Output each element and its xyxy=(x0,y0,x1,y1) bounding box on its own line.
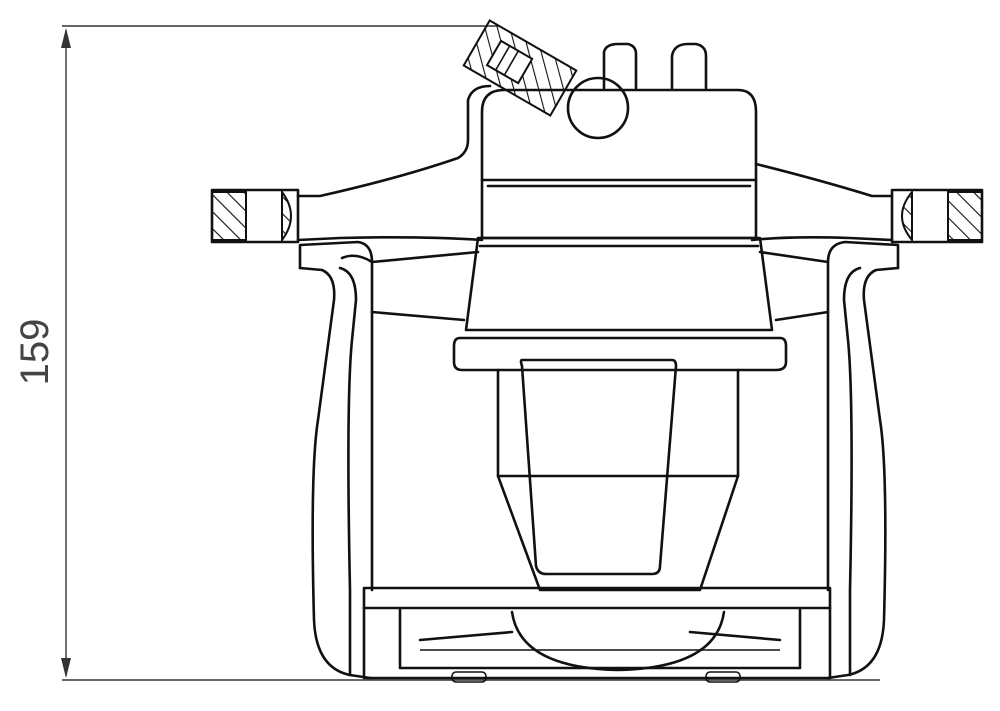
foot-right xyxy=(705,671,741,683)
right-arm xyxy=(826,266,900,680)
bleeder-screw xyxy=(462,19,578,117)
pad-housing xyxy=(496,368,740,592)
cylinder-body xyxy=(464,236,774,332)
right-arm-inner xyxy=(842,266,862,677)
cylinder-ring-1 xyxy=(480,178,758,240)
left-arm-inner xyxy=(338,266,358,677)
cylinder-cap xyxy=(480,88,758,182)
left-ear-hatch-2 xyxy=(281,188,292,244)
caliper-outline xyxy=(298,240,900,592)
upper-bridge-left xyxy=(296,84,492,198)
upper-bridge-right xyxy=(754,162,894,198)
caliper-body xyxy=(210,19,984,683)
dimension-arrow-top xyxy=(61,28,71,48)
dimension-arrow-bottom xyxy=(61,658,71,678)
top-stud-left xyxy=(602,42,638,90)
right-ear-hatch xyxy=(947,191,983,241)
left-arm xyxy=(298,254,374,680)
bottom-frame xyxy=(362,606,832,680)
lower-bridge-right xyxy=(750,236,894,322)
height-dimension: 159 xyxy=(13,25,880,681)
lower-bridge-left xyxy=(296,236,484,322)
foot-left xyxy=(451,671,487,683)
height-dimension-label: 159 xyxy=(13,319,57,386)
bleed-cap xyxy=(566,76,630,140)
right-ear-hatch-2 xyxy=(901,189,913,243)
top-stud-right xyxy=(670,42,708,90)
bottom-bar xyxy=(362,586,832,610)
brake-pad xyxy=(519,358,678,576)
left-ear-hatch xyxy=(211,191,247,241)
cylinder-flange xyxy=(452,336,788,372)
bottom-bowl xyxy=(510,610,726,672)
